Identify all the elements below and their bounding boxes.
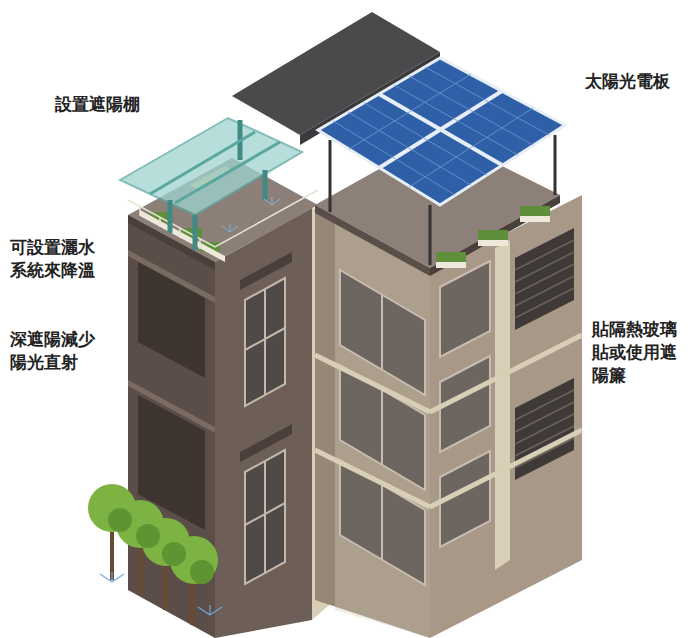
callout-label: 深遮陽減少 陽光直射 [10,328,100,374]
callout-label: 貼隔熱玻璃 貼或使用遮 陽簾 [592,318,682,387]
callout-label: 可設置灑水 系統來降溫 [10,236,100,282]
right-wall [315,205,430,638]
left-wall [128,215,215,638]
shade-canopy [120,118,302,250]
glass-window [340,270,425,585]
right-side-wall [430,195,582,638]
tree [88,484,218,625]
left-side-wall [215,208,312,638]
solar-panel [318,58,565,205]
callout-label: 設置遮陽棚 [55,93,145,116]
callout-label: 太陽光電板 [585,70,675,93]
